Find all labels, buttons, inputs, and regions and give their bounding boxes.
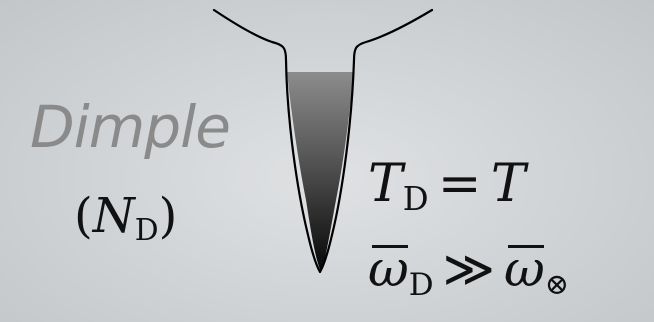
- particle-number-label: (ND): [74, 192, 254, 240]
- much-greater-sign: ≫: [434, 240, 504, 298]
- nd-close-paren: ): [159, 188, 178, 244]
- nd-symbol: N: [93, 188, 135, 244]
- td-symbol: T: [368, 154, 403, 214]
- otimes-subscript: ⊗: [545, 267, 569, 301]
- dimple-label: Dimple: [30, 98, 270, 156]
- equals-sign: =: [429, 154, 491, 214]
- temperature-equation: TD=T: [368, 158, 648, 210]
- td-subscript: D: [403, 180, 429, 218]
- t-symbol: T: [491, 154, 526, 214]
- nd-open-paren: (: [74, 188, 93, 244]
- omega-otimes-symbol: ω: [504, 244, 545, 294]
- omega-d-subscript: D: [409, 267, 434, 303]
- nd-subscript: D: [135, 213, 159, 248]
- omega-d-symbol: ω: [368, 244, 409, 294]
- frequency-relation: ωD≫ω⊗: [368, 244, 654, 294]
